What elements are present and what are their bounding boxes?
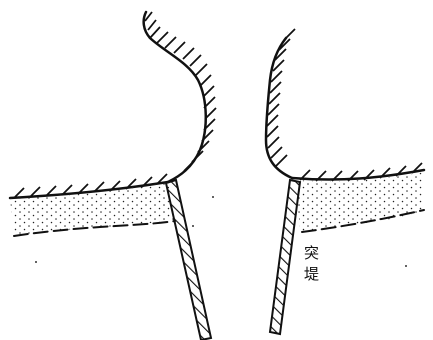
jetty-label: 突 堤 <box>304 243 319 285</box>
left-jetty <box>166 180 211 340</box>
left-sediment-band <box>10 182 175 236</box>
left-headland <box>10 12 216 198</box>
stray-mark <box>212 196 214 198</box>
right-headland <box>266 29 424 181</box>
jetty-label-char-1: 突 <box>304 243 319 264</box>
stray-mark <box>35 261 37 263</box>
jetty-label-char-2: 堤 <box>304 264 319 285</box>
right-sediment-band <box>296 172 424 232</box>
stray-mark <box>192 225 194 227</box>
stray-mark <box>405 265 407 267</box>
right-jetty <box>270 180 300 334</box>
